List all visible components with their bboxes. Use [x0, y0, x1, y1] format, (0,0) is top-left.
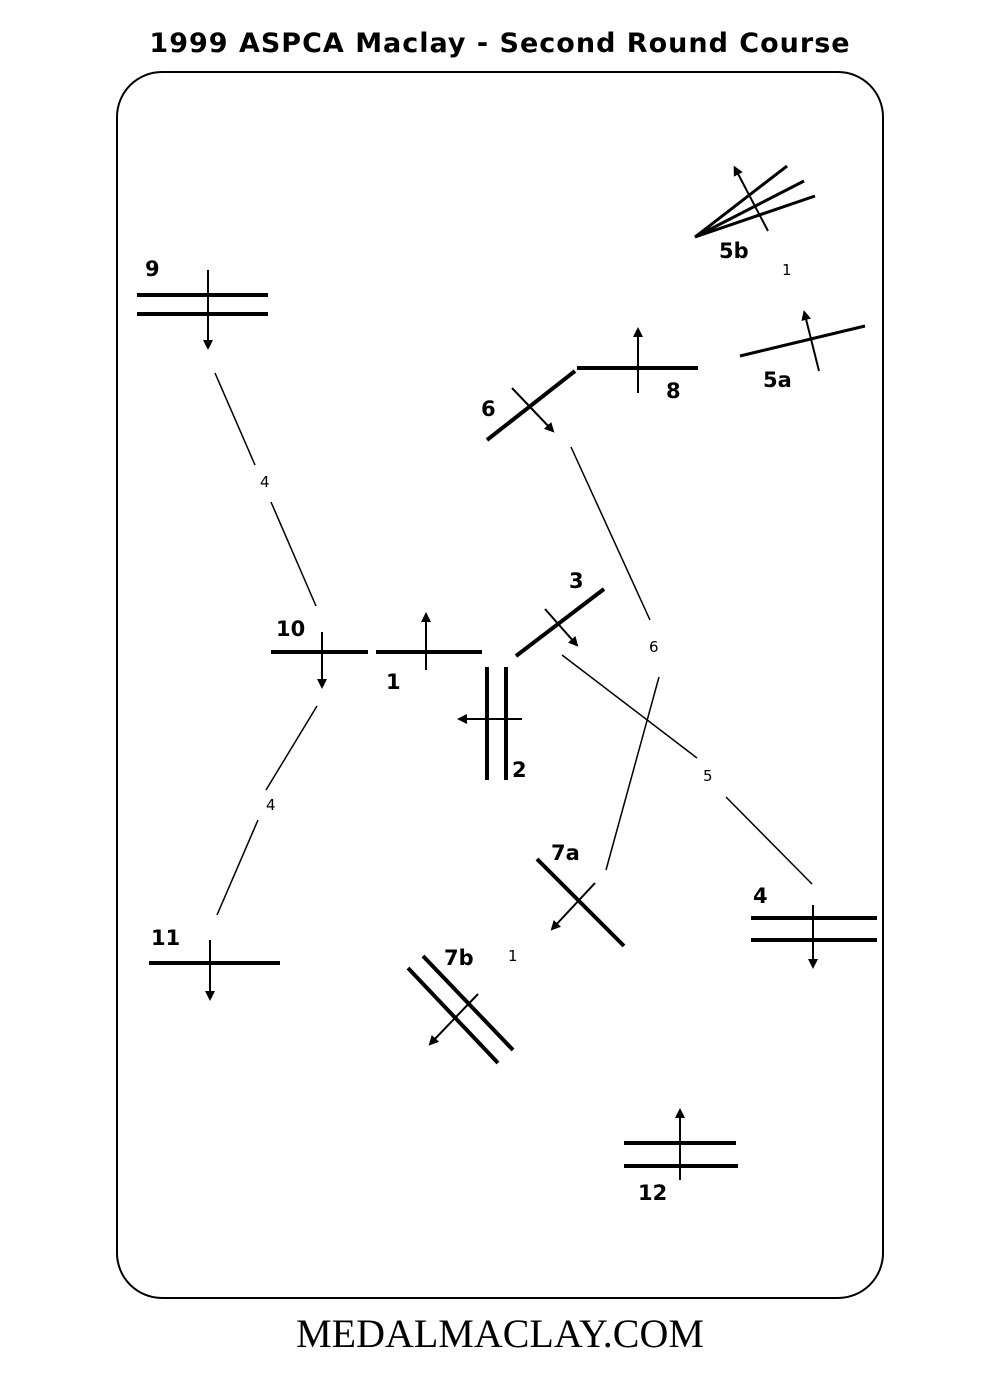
fence-5a: 5a — [739, 310, 866, 392]
stride-count: 4 — [266, 796, 276, 814]
fence-11: 11 — [149, 926, 280, 1001]
stride-count: 5 — [703, 767, 713, 785]
fence-label: 2 — [512, 758, 527, 782]
fence-label: 8 — [666, 379, 681, 403]
fence-9: 9 — [137, 257, 268, 350]
fence-label: 6 — [481, 397, 496, 421]
fence-label: 1 — [386, 670, 401, 694]
stride-count: 4 — [260, 473, 270, 491]
fence-7a: 7a — [535, 841, 626, 948]
fence-label: 3 — [569, 569, 584, 593]
fence-12: 12 — [624, 1108, 738, 1205]
fence-10: 10 — [271, 617, 368, 689]
site-footer: MEDALMACLAY.COM — [296, 1311, 704, 1356]
fence-1: 1 — [376, 612, 482, 694]
fence-label: 5a — [763, 368, 792, 392]
fence-label: 7a — [551, 841, 580, 865]
stride-count: 6 — [649, 638, 659, 656]
stride-line-10-11: 4 — [216, 705, 318, 916]
stride-line-6-7a: 6 — [570, 446, 660, 871]
fence-2: 2 — [457, 667, 527, 782]
fence-label: 5b — [719, 239, 749, 263]
fence-label: 4 — [753, 884, 768, 908]
course-title: 1999 ASPCA Maclay - Second Round Course — [149, 28, 851, 59]
stride-count-7a-7b: 1 — [508, 947, 518, 965]
fence-label: 9 — [145, 257, 160, 281]
fence-label: 10 — [276, 617, 305, 641]
arena-outline — [116, 71, 884, 1299]
fence-label: 11 — [151, 926, 180, 950]
fence-label: 7b — [444, 946, 474, 970]
fence-8: 8 — [577, 327, 698, 403]
fence-4: 4 — [751, 884, 877, 969]
fence-3: 3 — [514, 569, 606, 658]
stride-count-5a-5b: 1 — [782, 261, 792, 279]
fence-7b: 7b — [406, 946, 515, 1065]
fence-5b: 5b — [694, 164, 816, 263]
fence-6: 6 — [481, 369, 577, 442]
stride-line-3-4: 5 — [561, 654, 813, 885]
fence-label: 12 — [638, 1181, 667, 1205]
stride-line-9-10: 4 — [214, 372, 317, 607]
